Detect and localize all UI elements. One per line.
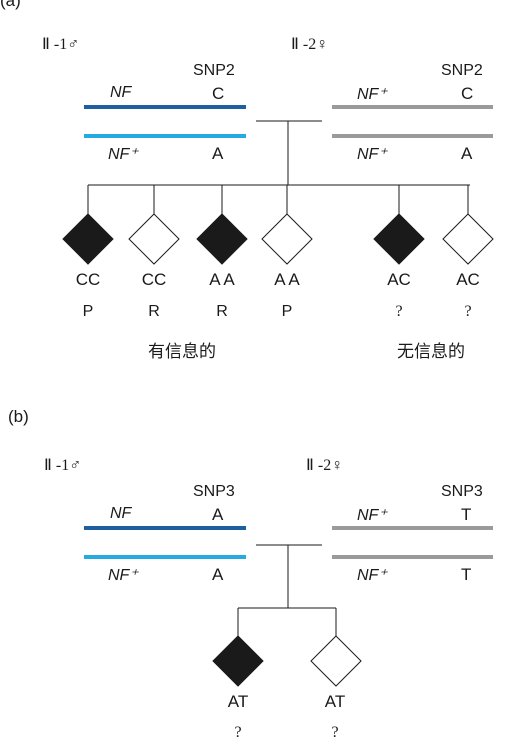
panel-a-label: (a): [0, 0, 21, 10]
child-diamond: [261, 213, 313, 265]
child-status: R: [148, 303, 160, 320]
father-lower-allele: A: [212, 565, 224, 584]
mother-upper-nf: NF⁺: [357, 86, 387, 103]
mother-upper-allele: C: [461, 84, 474, 103]
father-label: Ⅱ -1♂: [42, 36, 80, 53]
mother-snp-header: SNP3: [441, 483, 483, 500]
mother-lower-nf: NF⁺: [357, 567, 387, 584]
father-label: Ⅱ -1♂: [44, 457, 82, 474]
father-upper-nf: NF: [110, 84, 132, 101]
father-lower-nf: NF⁺: [108, 146, 138, 163]
mother-lower-allele: A: [461, 144, 473, 163]
child-status: R: [216, 303, 228, 320]
father-snp-header: SNP2: [193, 62, 235, 79]
father-lower-allele: A: [212, 144, 224, 163]
child-genotype: AT: [324, 692, 346, 711]
child-diamond: [128, 213, 180, 265]
child-genotype: CC: [141, 270, 167, 289]
child-status: ?: [234, 724, 242, 741]
child-status: ?: [395, 303, 403, 320]
mother-snp-header: SNP2: [441, 62, 483, 79]
child-status: ?: [464, 303, 472, 320]
informative-label: 有信息的: [148, 342, 216, 362]
child-diamond: [442, 213, 494, 265]
child-genotype: A A: [274, 270, 300, 289]
child-genotype: AC: [456, 270, 480, 289]
child-genotype: CC: [75, 270, 101, 289]
child-diamond: [62, 213, 114, 265]
child-genotype: AT: [227, 692, 249, 711]
father-snp-header: SNP3: [193, 483, 235, 500]
mother-lower-allele: T: [461, 565, 472, 584]
child-genotype: AC: [387, 270, 411, 289]
uninformative-label: 无信息的: [397, 342, 465, 362]
child-diamond: [373, 213, 425, 265]
child-genotype: A A: [209, 270, 235, 289]
mother-label: Ⅱ -2♀: [306, 457, 344, 474]
father-upper-allele: C: [212, 84, 225, 103]
panel-b-label: (b): [8, 407, 29, 426]
child-diamond: [310, 635, 362, 687]
child-diamond: [212, 635, 264, 687]
father-upper-nf: NF: [110, 505, 132, 522]
child-status: ?: [331, 724, 339, 741]
father-upper-allele: A: [212, 505, 224, 524]
mother-label: Ⅱ -2♀: [291, 36, 329, 53]
mother-upper-nf: NF⁺: [357, 507, 387, 524]
child-status: P: [281, 303, 293, 320]
child-status: P: [82, 303, 94, 320]
mother-lower-nf: NF⁺: [357, 146, 387, 163]
father-lower-nf: NF⁺: [108, 567, 138, 584]
mother-upper-allele: T: [461, 505, 472, 524]
child-diamond: [196, 213, 248, 265]
